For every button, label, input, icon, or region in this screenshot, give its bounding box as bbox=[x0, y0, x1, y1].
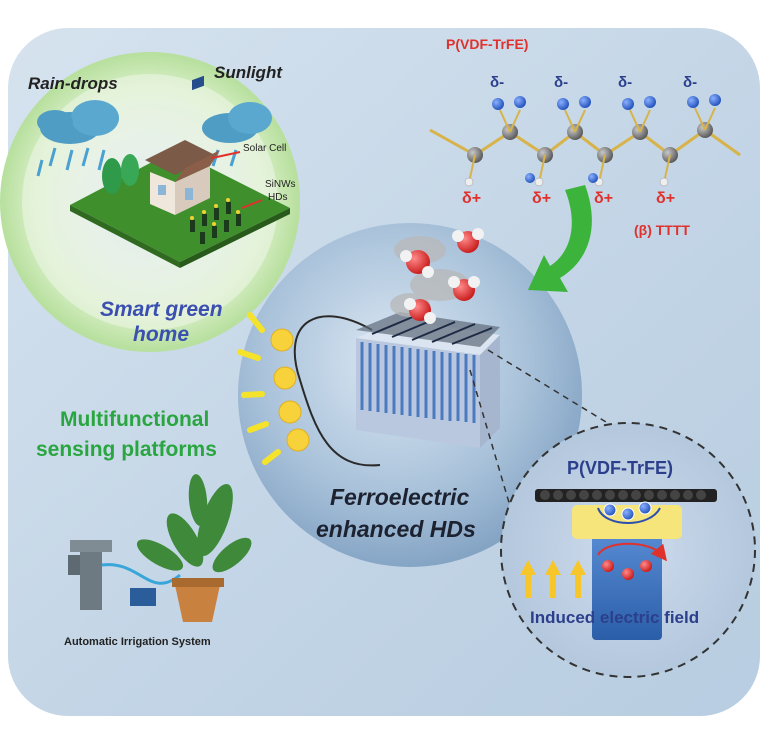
nanowire-device bbox=[356, 312, 500, 448]
smart-home-caption-line2: home bbox=[133, 323, 190, 346]
center-caption-line2: enhanced HDs bbox=[316, 516, 476, 542]
delta-minus-4: δ- bbox=[683, 74, 698, 91]
sun-cloud-icon bbox=[202, 102, 272, 167]
light-bulbs bbox=[237, 312, 310, 465]
rain-cloud-icon bbox=[36, 100, 119, 177]
sinws-label-line2: HDs bbox=[268, 192, 288, 203]
polymer-chain bbox=[429, 94, 741, 187]
sinws-label-line1: SiNWs bbox=[265, 179, 296, 190]
polymer-title: P(VDF-TrFE) bbox=[446, 36, 529, 52]
delta-plus-1: δ+ bbox=[462, 190, 482, 207]
delta-plus-2: δ+ bbox=[532, 190, 552, 207]
delta-minus-1: δ- bbox=[490, 74, 505, 91]
rain-drops-label: Rain-drops bbox=[28, 74, 118, 93]
delta-plus-3: δ+ bbox=[594, 190, 614, 207]
platforms-line1: Multifunctional bbox=[60, 408, 210, 431]
green-curved-arrow bbox=[528, 185, 592, 292]
solar-cell-label: Solar Cell bbox=[243, 143, 287, 154]
irrigation-label: Automatic Irrigation System bbox=[64, 636, 211, 648]
delta-plus-4: δ+ bbox=[656, 190, 676, 207]
smart-home-caption-line1: Smart green bbox=[100, 298, 223, 321]
circuit-wire bbox=[293, 315, 381, 467]
zoom-device bbox=[520, 489, 717, 640]
delta-minus-2: δ- bbox=[554, 74, 569, 91]
house-scene bbox=[70, 75, 290, 268]
irrigation-scene bbox=[68, 474, 252, 622]
induced-field-label: Induced electric field bbox=[530, 608, 700, 627]
delta-minus-3: δ- bbox=[618, 74, 633, 91]
center-caption-line1: Ferroelectric bbox=[330, 484, 470, 510]
beta-phase-label: (β) TTTT bbox=[634, 222, 690, 238]
sunlight-label: Sunlight bbox=[214, 63, 282, 82]
water-molecules bbox=[400, 228, 484, 324]
platforms-line2: sensing platforms bbox=[36, 438, 217, 461]
zoom-polymer-title: P(VDF-TrFE) bbox=[567, 458, 673, 478]
